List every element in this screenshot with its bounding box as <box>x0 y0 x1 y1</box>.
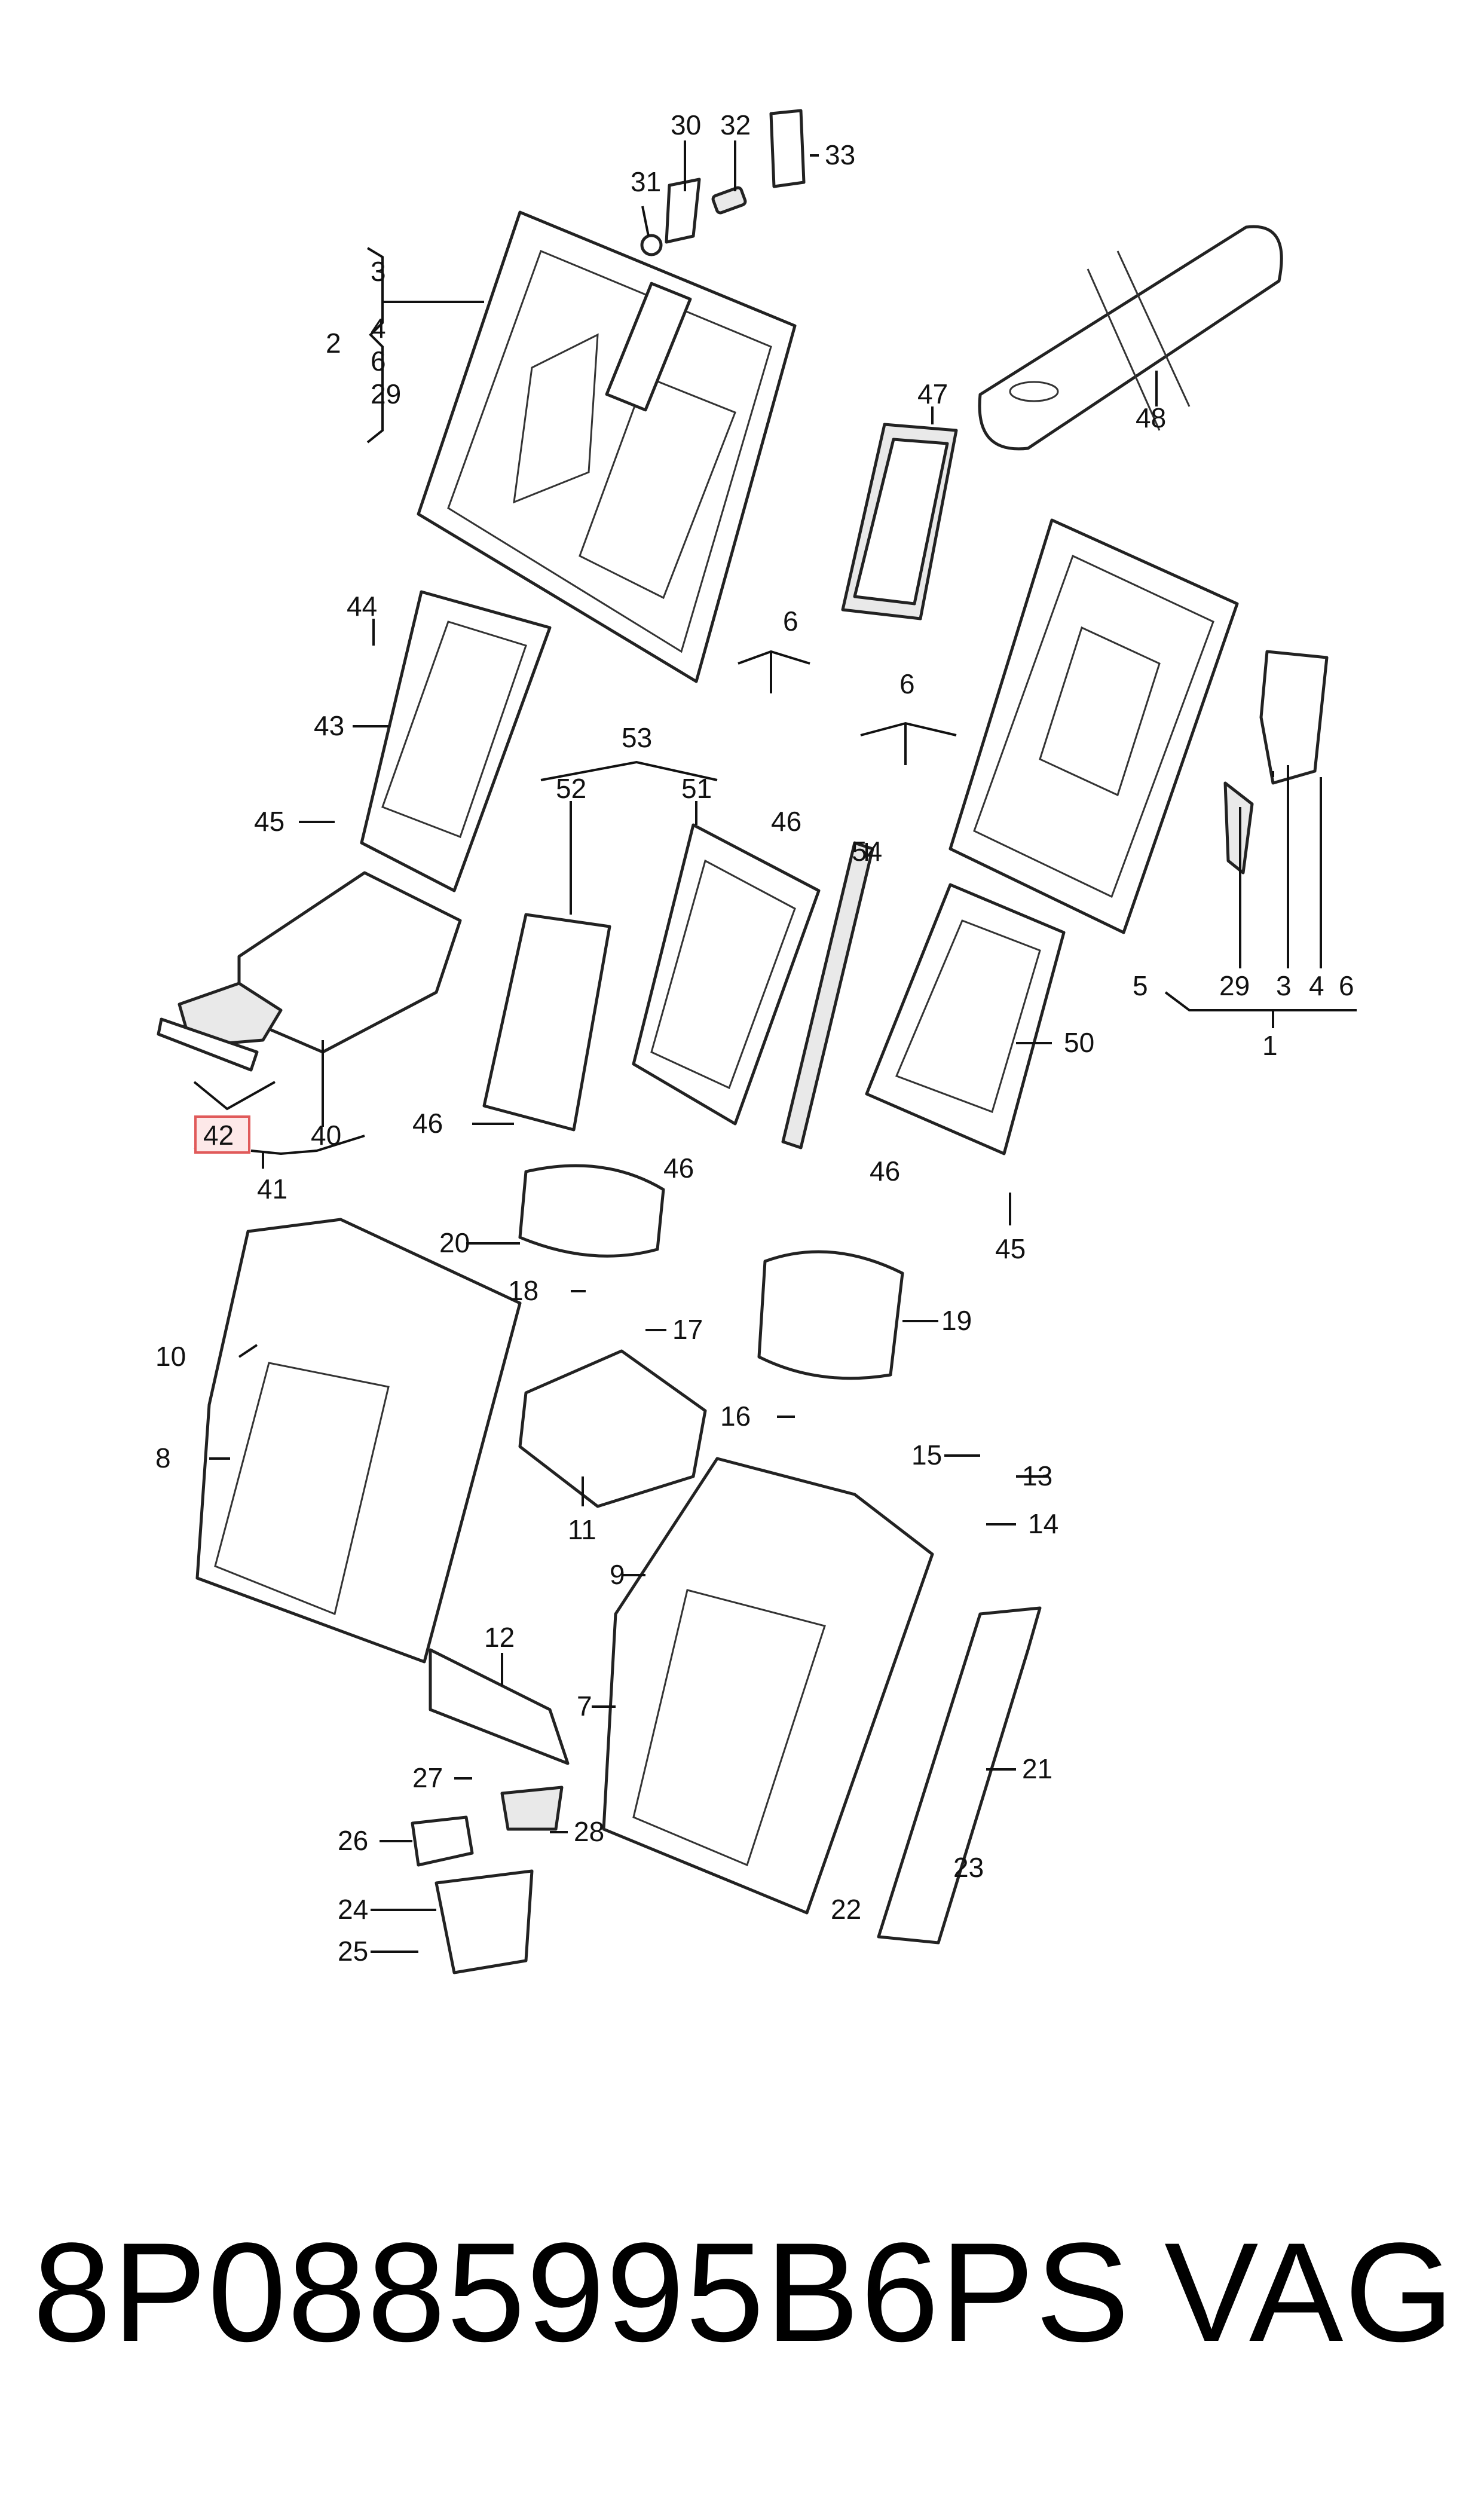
label-10: 10 <box>155 1341 186 1372</box>
label-45-right: 45 <box>995 1233 1026 1264</box>
label-52: 52 <box>556 773 586 804</box>
footer: 8P0885995B6PS VAG <box>33 2215 1455 2370</box>
label-46-left: 46 <box>412 1108 443 1139</box>
label-15: 15 <box>911 1439 942 1471</box>
label-6-mid: 6 <box>783 606 798 637</box>
label-3-top: 3 <box>371 256 386 287</box>
label-11: 11 <box>568 1514 596 1545</box>
label-42: 42 <box>203 1120 234 1151</box>
label-48: 48 <box>1136 402 1166 433</box>
label-12: 12 <box>484 1622 515 1653</box>
armrest-assembly <box>157 590 552 1072</box>
label-46-right: 46 <box>870 1155 900 1187</box>
label-27: 27 <box>412 1762 443 1793</box>
label-18: 18 <box>508 1275 538 1306</box>
part-number: 8P0885995B6PS <box>33 2214 1131 2371</box>
label-33: 33 <box>825 139 855 170</box>
label-9: 9 <box>610 1559 625 1590</box>
label-28: 28 <box>574 1816 604 1847</box>
label-24: 24 <box>338 1894 368 1925</box>
label-1: 1 <box>1262 1030 1278 1061</box>
mounting-hardware-30-33 <box>640 109 806 256</box>
label-7: 7 <box>577 1690 592 1722</box>
label-25: 25 <box>338 1936 368 1967</box>
label-45-left: 45 <box>254 806 284 837</box>
label-41: 41 <box>257 1173 287 1204</box>
label-21: 21 <box>1022 1753 1052 1784</box>
label-26: 26 <box>338 1825 368 1856</box>
backrest-frame-left <box>417 210 797 683</box>
through-loading-flap <box>841 423 958 620</box>
label-14: 14 <box>1028 1508 1058 1539</box>
label-3-right: 3 <box>1276 970 1292 1001</box>
label-6-far-right: 6 <box>1339 970 1354 1001</box>
label-47: 47 <box>917 378 948 409</box>
label-32: 32 <box>720 109 751 140</box>
label-50: 50 <box>1064 1027 1094 1058</box>
label-4-top: 4 <box>371 313 386 344</box>
callout-lines <box>193 140 1357 1953</box>
label-2: 2 <box>326 328 341 359</box>
part-42-highlight <box>194 1115 250 1154</box>
part-labels: 30 32 33 31 3 2 4 6 29 48 47 44 6 6 43 5… <box>155 109 1354 1967</box>
label-20: 20 <box>439 1227 470 1258</box>
label-46-top: 46 <box>771 806 801 837</box>
label-51: 51 <box>681 773 712 804</box>
label-6-right: 6 <box>899 668 915 699</box>
label-23: 23 <box>953 1852 984 1883</box>
label-44: 44 <box>347 591 377 622</box>
label-29-top: 29 <box>371 378 401 409</box>
label-6-top: 6 <box>371 346 386 377</box>
label-4-right: 4 <box>1309 970 1324 1001</box>
label-17: 17 <box>672 1314 703 1345</box>
label-16: 16 <box>720 1401 751 1432</box>
label-30: 30 <box>671 109 701 140</box>
center-parts <box>482 823 1066 1155</box>
label-19: 19 <box>941 1305 972 1336</box>
label-31: 31 <box>631 166 661 197</box>
label-8: 8 <box>155 1442 171 1473</box>
label-53: 53 <box>622 722 652 753</box>
label-40: 40 <box>311 1120 341 1151</box>
label-29-right: 29 <box>1219 970 1250 1001</box>
headrests-and-cushions <box>195 1164 1042 1945</box>
label-22: 22 <box>831 1894 861 1925</box>
label-5: 5 <box>1133 970 1148 1001</box>
label-43: 43 <box>314 710 344 741</box>
label-13: 13 <box>1022 1460 1052 1491</box>
brand-label: VAG <box>1164 2214 1455 2371</box>
label-46-mid: 46 <box>663 1152 694 1184</box>
backrest-frame-right <box>948 518 1329 934</box>
latch-hardware <box>411 1786 564 1974</box>
ski-bag <box>978 225 1283 451</box>
label-54: 54 <box>852 836 882 867</box>
